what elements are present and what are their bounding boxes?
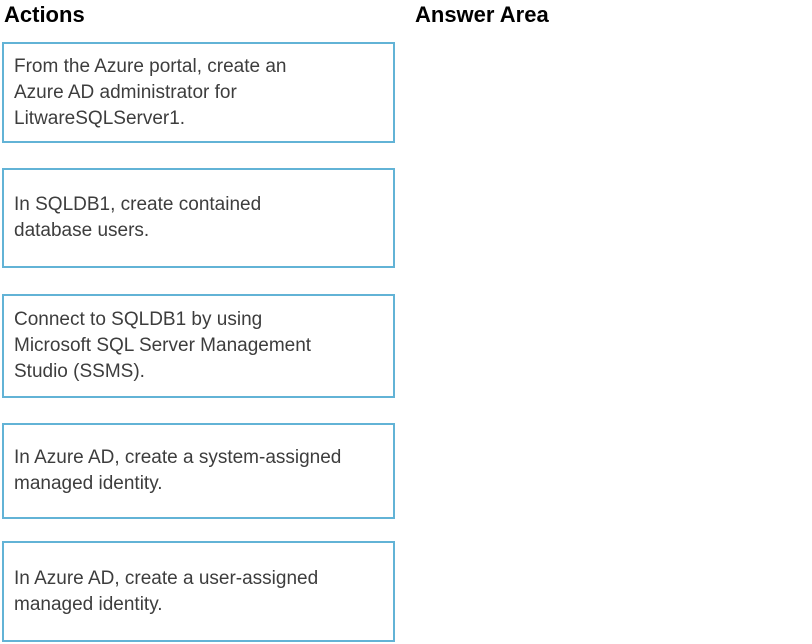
action-card-text-line: Connect to SQLDB1 by using <box>14 309 263 330</box>
actions-heading: Actions <box>4 2 85 27</box>
actions-column: Actions From the Azure portal, create an… <box>2 0 395 642</box>
answer-area-dropzone[interactable] <box>415 42 805 642</box>
action-card-connect-ssms[interactable]: Connect to SQLDB1 by using Microsoft SQL… <box>2 294 395 398</box>
action-card-text-line: managed identity. <box>14 473 163 494</box>
answer-area-column: Answer Area <box>415 0 805 644</box>
actions-card-list: From the Azure portal, create an Azure A… <box>2 42 395 642</box>
action-card-text-line: database users. <box>14 220 150 241</box>
action-card-text-line: Azure AD administrator for <box>14 81 237 103</box>
action-card-text-line: Studio (SSMS). <box>14 361 145 382</box>
action-card-text-line: In SQLDB1, create contained <box>14 194 262 215</box>
action-card-azure-ad-administrator[interactable]: From the Azure portal, create an Azure A… <box>2 42 395 143</box>
action-card-user-assigned-identity[interactable]: In Azure AD, create a user-assigned mana… <box>2 541 395 642</box>
action-card-text-line: managed identity. <box>14 593 163 615</box>
action-card-text-line: From the Azure portal, create an <box>14 55 287 77</box>
answer-area-heading: Answer Area <box>415 2 549 27</box>
action-card-text-line: LitwareSQLServer1. <box>14 107 186 129</box>
action-card-system-assigned-identity[interactable]: In Azure AD, create a system-assigned ma… <box>2 423 395 519</box>
action-card-text-line: In Azure AD, create a system-assigned <box>14 447 342 468</box>
action-card-text-line: In Azure AD, create a user-assigned <box>14 567 319 589</box>
action-card-contained-database-users[interactable]: In SQLDB1, create contained database use… <box>2 168 395 268</box>
action-card-text-line: Microsoft SQL Server Management <box>14 335 312 356</box>
